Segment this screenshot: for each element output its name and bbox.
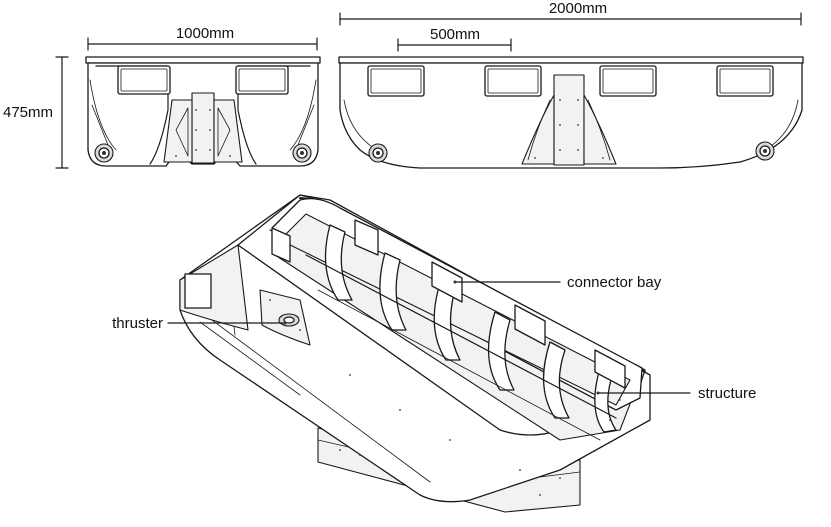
- thruster-icon: [755, 141, 775, 161]
- callout-label-structure: structure: [698, 385, 756, 402]
- side-view: [338, 56, 804, 169]
- dimension-label-front-width: 1000mm: [176, 25, 234, 42]
- callout-thruster: thruster: [112, 315, 287, 332]
- dimension-bay-width: 500mm: [397, 26, 512, 52]
- callout-label-connector-bay: connector bay: [567, 274, 662, 291]
- dimension-label-side-width: 2000mm: [549, 0, 607, 17]
- isometric-view: [179, 194, 651, 513]
- callout-structure: structure: [596, 385, 756, 402]
- callout-label-thruster: thruster: [112, 315, 163, 332]
- thruster-icon: [368, 143, 388, 163]
- thruster-icon: [94, 143, 114, 163]
- front-view: [85, 56, 321, 167]
- dimension-label-height: 475mm: [3, 104, 53, 121]
- dimension-width-side: 2000mm: [339, 0, 802, 26]
- connector-bay-window: [271, 219, 626, 389]
- callout-connector-bay: connector bay: [453, 274, 662, 291]
- dimension-label-bay-width: 500mm: [430, 26, 480, 43]
- dimension-height: 475mm: [3, 56, 69, 169]
- dimension-width-front: 1000mm: [87, 25, 318, 51]
- thruster-icon: [292, 143, 312, 163]
